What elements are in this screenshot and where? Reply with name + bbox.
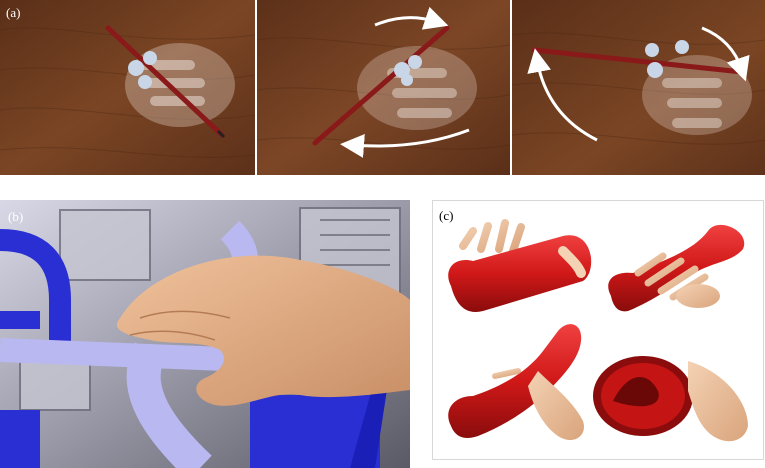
panel-b-engine-scene: (b): [0, 200, 410, 468]
panel-b-label: (b): [8, 209, 24, 224]
panel-c-tube-grasps: (c): [432, 200, 764, 460]
panel-a-frame-1: (a): [0, 0, 255, 175]
panel-a-label: (a): [6, 5, 21, 20]
panel-a-frame-2: [257, 0, 510, 175]
panel-a-frame-3: [512, 0, 765, 175]
panel-c-label: (c): [439, 208, 454, 223]
